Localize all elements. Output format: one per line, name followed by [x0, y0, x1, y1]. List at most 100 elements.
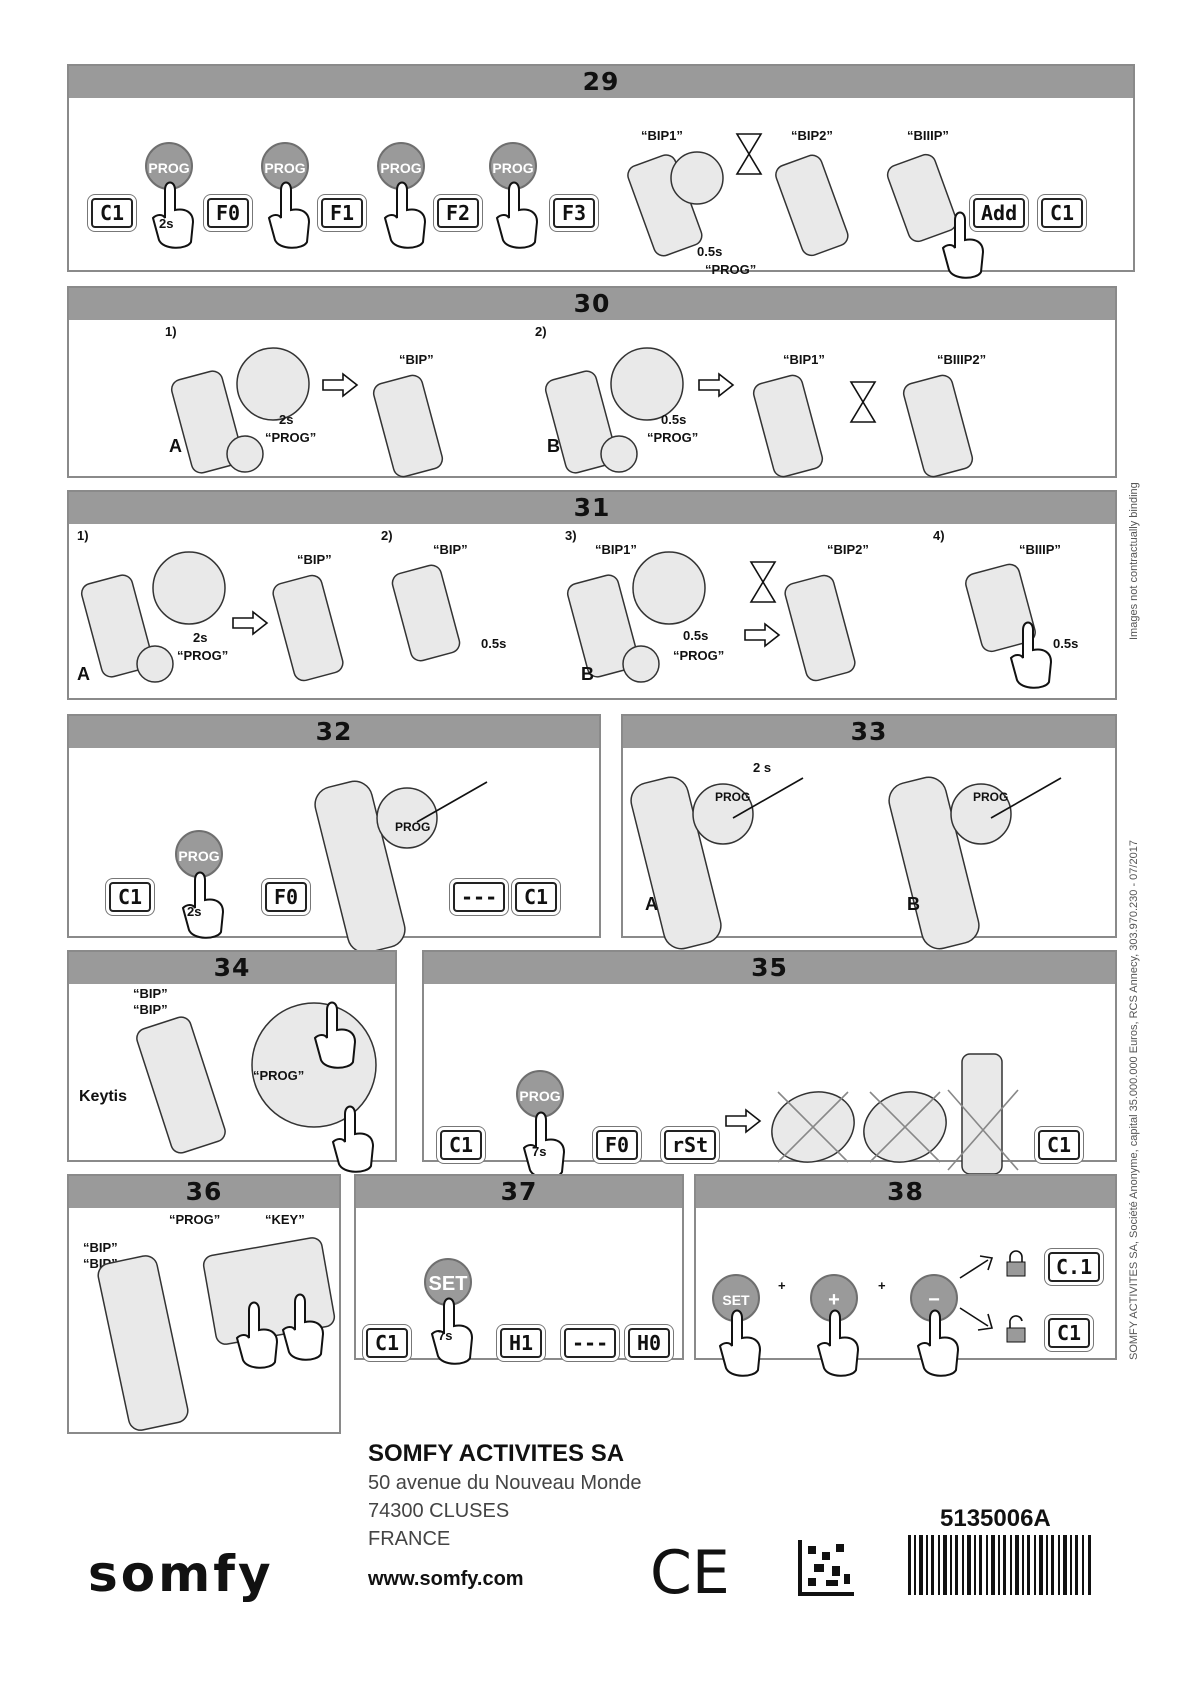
- code-display: C1: [1038, 1130, 1080, 1160]
- website-link[interactable]: www.somfy.com: [368, 1568, 524, 1590]
- bip-label: “BIP”: [83, 1240, 118, 1255]
- key-quote: “KEY”: [265, 1212, 305, 1227]
- step-letter: B: [581, 664, 594, 684]
- hand-icon: [718, 1309, 762, 1377]
- prog-quote: “PROG”: [673, 648, 725, 663]
- remote-icon: [902, 374, 974, 478]
- hand-icon: [181, 871, 225, 939]
- step-label: 2): [381, 528, 393, 543]
- prog-small-label: PROG: [973, 790, 1009, 804]
- step-letter: A: [169, 436, 182, 456]
- panel-30: 30 1) A 2s “PROG” “BIP” 2) B 0.5s “PROG”…: [67, 286, 1117, 478]
- remote-icon: [136, 1016, 226, 1154]
- time-label: 2s: [193, 630, 208, 645]
- remote-icon: [272, 574, 344, 682]
- plus-sign: +: [878, 1278, 886, 1293]
- hand-icon: [1009, 621, 1053, 689]
- code-display: H0: [628, 1328, 670, 1358]
- ce-mark: CE: [650, 1538, 730, 1608]
- panel-number: 37: [356, 1176, 682, 1208]
- prog-quote: “PROG”: [253, 1068, 305, 1083]
- code-display: C1: [109, 882, 151, 912]
- panel-number: 33: [623, 716, 1115, 748]
- step-label: 2): [535, 324, 547, 339]
- remote-icon: [886, 153, 958, 243]
- hand-icon: [522, 1111, 566, 1179]
- time-label: 0.5s: [481, 636, 507, 651]
- step-label: 4): [933, 528, 945, 543]
- prog-small-label: PROG: [715, 790, 751, 804]
- remote-icon: [372, 374, 444, 478]
- prog-quote: “PROG”: [265, 430, 317, 445]
- code-display: F2: [437, 198, 479, 228]
- hand-icon: [235, 1301, 279, 1369]
- remote-icon: [391, 564, 461, 662]
- disclaimer-text: Images not contractually binding: [1128, 482, 1140, 640]
- prog-quote: “PROG”: [169, 1212, 221, 1227]
- panel-number: 32: [69, 716, 599, 748]
- erased-remote-icon: [947, 1053, 1019, 1175]
- code-display: rSt: [664, 1130, 717, 1160]
- bip-label: “BIP”: [133, 1002, 168, 1017]
- hand-icon: [281, 1293, 325, 1361]
- panel-38: 38 SET + + + − C.1 C1: [694, 1174, 1117, 1377]
- remote-icon: [170, 347, 310, 474]
- bip-label: “BIP1”: [783, 352, 825, 367]
- panel-number: 30: [69, 288, 1115, 320]
- time-label: 7s: [532, 1144, 547, 1159]
- code-display: C1: [515, 882, 557, 912]
- address-line: 74300 CLUSES: [368, 1500, 510, 1522]
- remote-icon: [544, 347, 684, 474]
- panel-33: 33 2 s PROG A PROG B: [621, 714, 1117, 950]
- panel-number: 38: [696, 1176, 1115, 1208]
- panel-34: 34 “BIP” “BIP” “PROG” Keytis: [67, 950, 397, 1173]
- bip-label: “BIP1”: [641, 128, 683, 143]
- hand-icon: [383, 181, 427, 249]
- remote-icon: [630, 776, 804, 950]
- arrow-right-icon: [232, 610, 269, 636]
- somfy-logo: somfy: [88, 1545, 274, 1603]
- bip-label: “BIP”: [133, 986, 168, 1001]
- code-display: ---: [453, 882, 506, 912]
- hourglass-icon: [849, 381, 877, 423]
- time-label: 7s: [438, 1328, 453, 1343]
- code-display: F0: [596, 1130, 638, 1160]
- remote-icon: [965, 563, 1036, 653]
- remote-icon: [97, 1255, 189, 1431]
- hand-icon: [916, 1309, 960, 1377]
- plus-sign: +: [778, 1278, 786, 1293]
- company-name: SOMFY ACTIVITES SA: [368, 1440, 625, 1467]
- remote-icon: [784, 574, 856, 682]
- code-display: C1: [1041, 198, 1083, 228]
- bip-label: “BIIIP2”: [937, 352, 987, 367]
- code-display: H1: [500, 1328, 542, 1358]
- prog-small-label: PROG: [395, 820, 431, 834]
- arrow-right-icon: [698, 372, 735, 398]
- hand-icon: [430, 1297, 474, 1365]
- erased-remote-icon: [863, 1091, 947, 1163]
- time-label: 2s: [187, 904, 202, 919]
- bip-label: “BIIIP”: [907, 128, 949, 143]
- time-label: 0.5s: [661, 412, 687, 427]
- hand-icon: [941, 211, 985, 279]
- remote-icon: [627, 151, 724, 257]
- hand-icon: [495, 181, 539, 249]
- code-display: F0: [207, 198, 249, 228]
- bip-label: “BIP1”: [595, 542, 637, 557]
- remote-icon: [775, 154, 849, 257]
- step-letter: A: [645, 894, 658, 914]
- set-button: SET: [424, 1258, 472, 1306]
- panel-number: 35: [424, 952, 1115, 984]
- step-label: 1): [165, 324, 177, 339]
- panel-number: 31: [69, 492, 1115, 524]
- time-label: 2 s: [753, 760, 772, 775]
- time-label: 2s: [159, 216, 174, 231]
- arrow-right-icon: [725, 1108, 762, 1134]
- panel-29: 29 C1 PROG 2s F0 PROG F1 PROG F2 PROG F3…: [67, 64, 1135, 279]
- code-display: F0: [265, 882, 307, 912]
- model-label: Keytis: [79, 1088, 128, 1105]
- panel-number: 34: [69, 952, 395, 984]
- step-label: 3): [565, 528, 577, 543]
- bip-label: “BIIIP”: [1019, 542, 1061, 557]
- code-display: C1: [91, 198, 133, 228]
